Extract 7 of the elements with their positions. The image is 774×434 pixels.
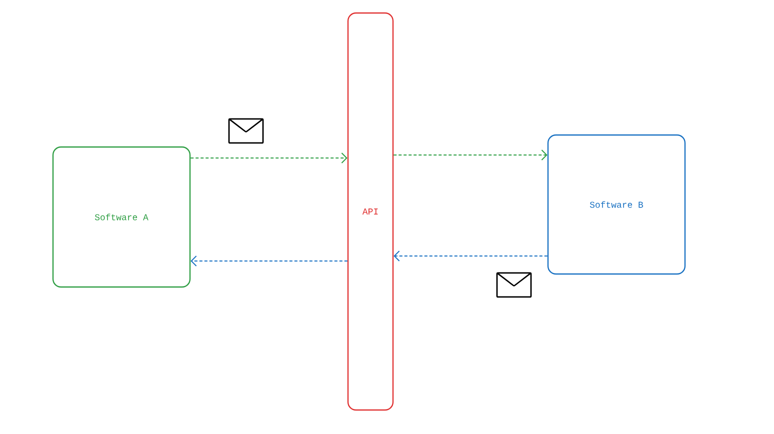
dashed-arrow xyxy=(190,255,348,266)
software-box: Software B xyxy=(547,134,686,275)
dashed-arrow xyxy=(190,152,348,164)
software-box: Software A xyxy=(52,146,191,288)
api-bar: API xyxy=(347,12,394,411)
dashed-arrow xyxy=(394,250,548,262)
dashed-arrow xyxy=(393,149,548,160)
